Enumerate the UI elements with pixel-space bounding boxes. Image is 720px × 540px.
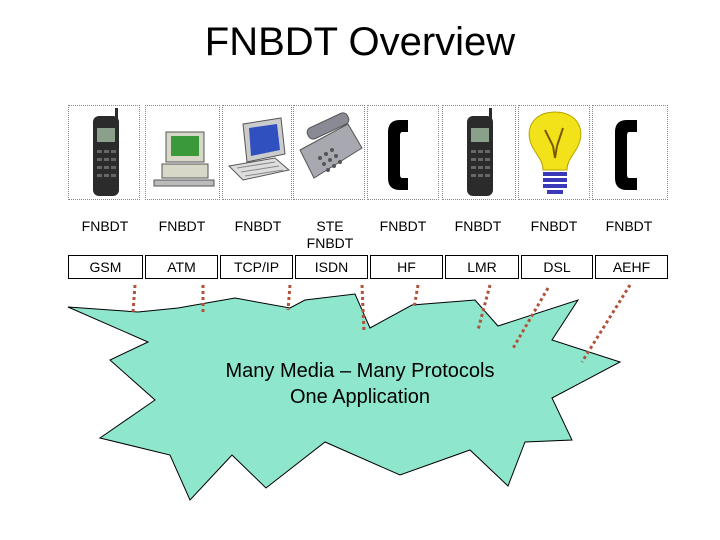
burst-line-1: Many Media – Many Protocols: [180, 358, 540, 384]
burst-caption: Many Media – Many Protocols One Applicat…: [180, 358, 540, 410]
connector-line: [288, 285, 290, 310]
connector-line: [133, 285, 135, 312]
burst-line-2: One Application: [180, 384, 540, 410]
connector-line: [582, 285, 630, 362]
